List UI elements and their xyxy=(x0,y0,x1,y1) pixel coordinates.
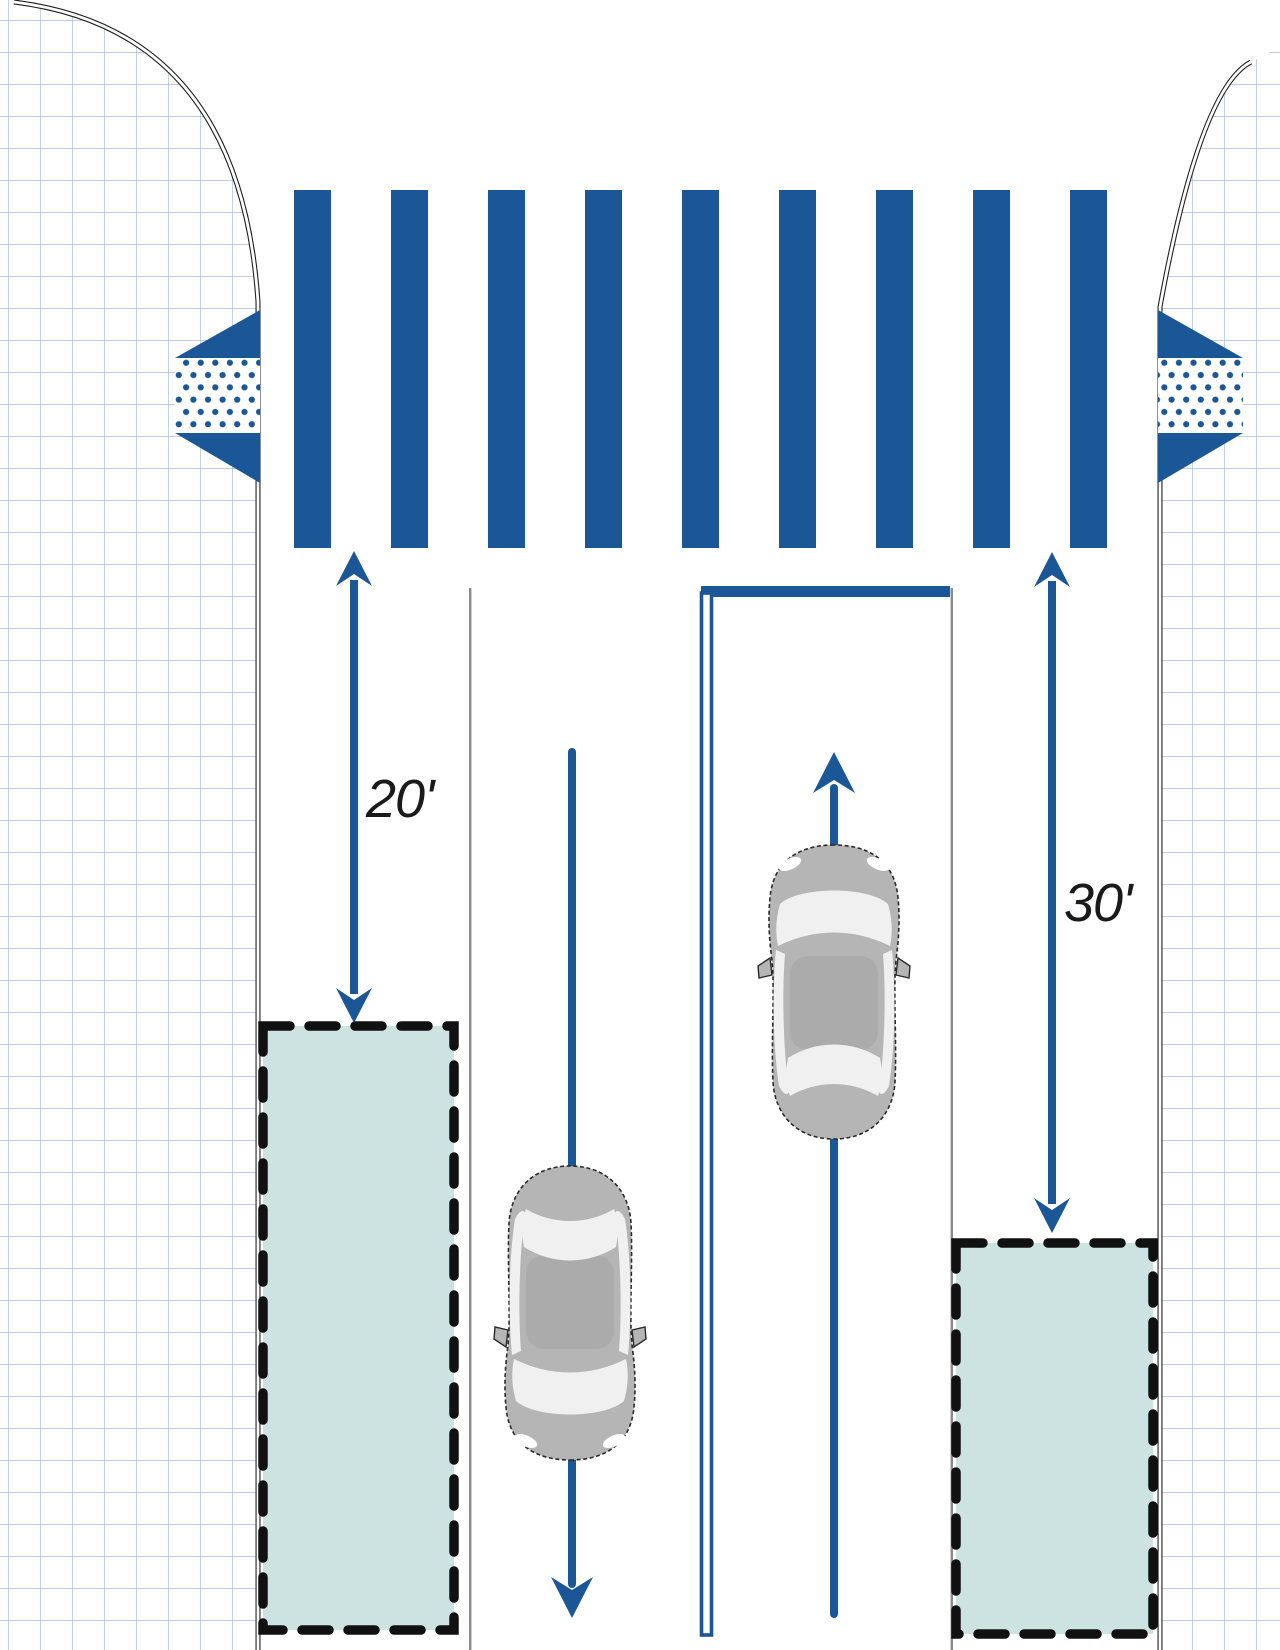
arrow-down-icon xyxy=(1034,1198,1070,1233)
crosswalk-stripe xyxy=(488,190,525,548)
crosswalk-stripe xyxy=(973,190,1010,548)
arrow-up-icon xyxy=(813,752,855,793)
curb-ramp-flare xyxy=(175,433,260,483)
center-double-line xyxy=(699,591,714,1637)
crosswalk-stripe xyxy=(391,190,428,548)
arrow-down-icon xyxy=(551,1577,593,1618)
detectable-warning-dots xyxy=(1158,358,1243,433)
arrow-up-icon xyxy=(336,551,372,586)
crosswalk-stripe xyxy=(294,190,331,548)
parking-setback-zone-right xyxy=(951,1238,1158,1639)
stop-bar xyxy=(701,586,950,597)
crosswalk-stripe xyxy=(1070,190,1107,548)
crosswalk-stripe xyxy=(876,190,913,548)
curb-ramp-flare xyxy=(1158,310,1243,358)
crosswalk xyxy=(294,190,1107,548)
parking-setback-zone-left xyxy=(258,1021,459,1635)
curb-ramp-right xyxy=(1158,310,1243,483)
crosswalk-stripe xyxy=(779,190,816,548)
car-southbound xyxy=(493,1165,647,1461)
lane-edge-line-left xyxy=(469,588,472,1650)
lane-edge-line-right xyxy=(950,588,953,1650)
detectable-warning-dots xyxy=(175,358,260,433)
curb-line-left xyxy=(13,0,261,1650)
arrow-up-icon xyxy=(1034,552,1070,587)
curb-ramp-flare xyxy=(1158,433,1243,483)
arrow-down-icon xyxy=(336,988,372,1023)
crosswalk-stripe xyxy=(585,190,622,548)
dimension-arrow-30ft xyxy=(1034,552,1070,1233)
crosswalk-stripe xyxy=(682,190,719,548)
dimension-label-30ft: 30' xyxy=(1064,873,1132,933)
car-northbound xyxy=(757,844,911,1140)
curb-ramp-left xyxy=(175,310,260,483)
dimension-arrow-20ft xyxy=(336,551,372,1023)
curb-line-right xyxy=(1157,59,1253,1650)
curb-ramp-flare xyxy=(175,310,260,358)
dimension-label-20ft: 20' xyxy=(366,769,434,829)
